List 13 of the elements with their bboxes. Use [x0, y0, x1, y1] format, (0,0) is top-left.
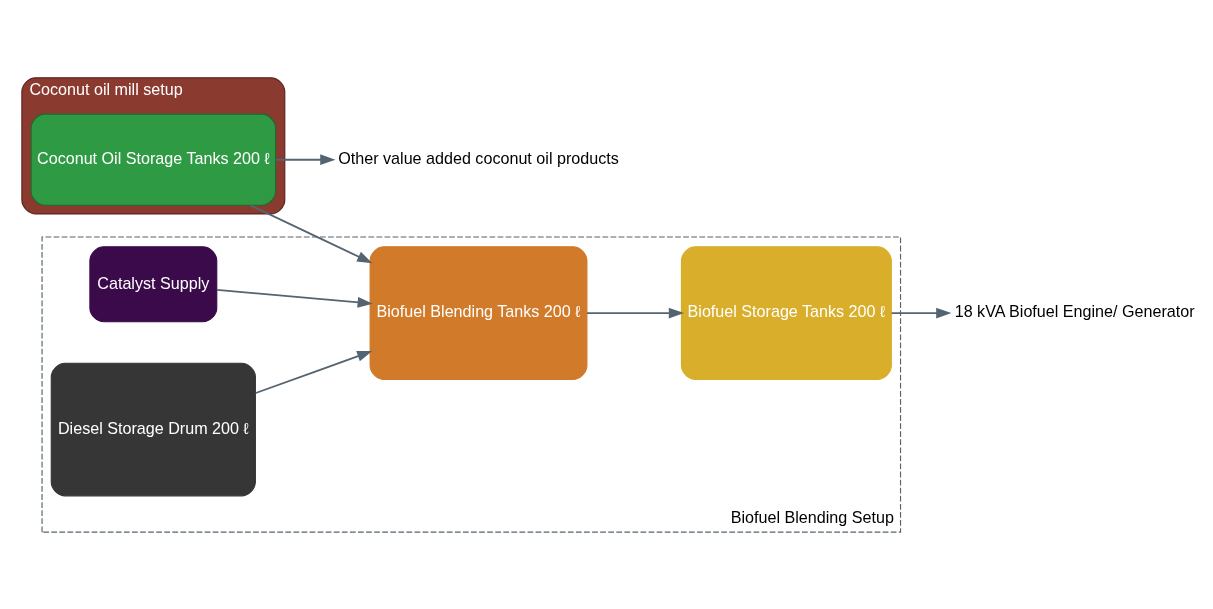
arrow	[254, 350, 373, 394]
node-text: 18 kVA Biofuel Engine/ Generator	[954, 301, 1195, 320]
arrow	[249, 203, 373, 263]
node-text: Other value added coconut oil products	[338, 148, 619, 167]
node-box: Diesel Storage Drum 200 ℓ	[50, 362, 256, 496]
node-box: Catalyst Supply	[89, 245, 218, 322]
arrow	[216, 288, 373, 308]
node-box: Biofuel Storage Tanks 200 ℓ	[680, 245, 892, 380]
node-box: Coconut Oil Storage Tanks 200 ℓ	[30, 113, 277, 206]
arrow	[274, 153, 336, 165]
arrow	[890, 307, 952, 318]
arrow	[586, 307, 685, 318]
node-box: Biofuel Blending Tanks 200 ℓ	[369, 245, 588, 380]
